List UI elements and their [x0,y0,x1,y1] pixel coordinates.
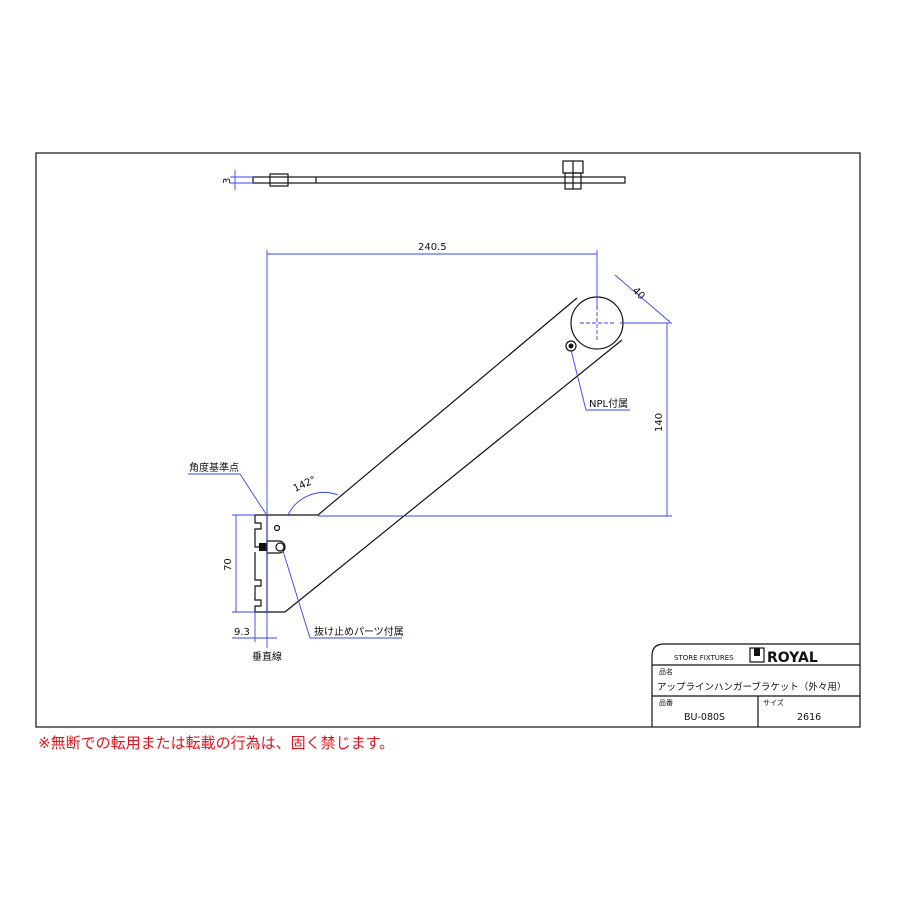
brand-logo: ROYAL [767,650,818,666]
bracket-side-view [254,296,624,613]
stopper-label: 抜け止めパーツ付属 [314,625,404,638]
plate-height-dimension: 70 [223,558,234,571]
vertical-line-label: 垂直線 [252,650,282,663]
title-block: STORE FIXTURES ROYAL 品名 アップラインハンガーブラケット（… [651,643,860,727]
offset-dimension: 9.3 [234,627,250,638]
code-label: 品番 [659,699,673,707]
product-code: BU-080S [684,712,725,723]
reach-dimension: 240.5 [418,242,447,253]
size-value: 2616 [797,712,821,723]
callouts: 角度基準点 NPL付属 抜け止めパーツ付属 垂直線 [188,349,630,663]
size-label: サイズ [763,698,784,707]
copyright-notice: ※無断での転用または転載の行為は、固く禁じます。 [38,734,395,752]
angle-reference-label: 角度基準点 [189,461,239,474]
thickness-dimension: 3 [222,178,233,184]
product-name: アップラインハンガーブラケット（外々用） [657,681,846,693]
angle-dimension: 142° [292,475,318,495]
top-view: 3 [222,160,626,190]
height-dimension: 140 [654,413,665,432]
npl-label: NPL付属 [589,397,628,410]
dimensions: 240.5 40 140 142° 70 9.3 [223,242,672,648]
company-label: STORE FIXTURES [674,654,734,662]
drawing-frame [35,152,861,728]
name-label: 品名 [659,667,673,676]
